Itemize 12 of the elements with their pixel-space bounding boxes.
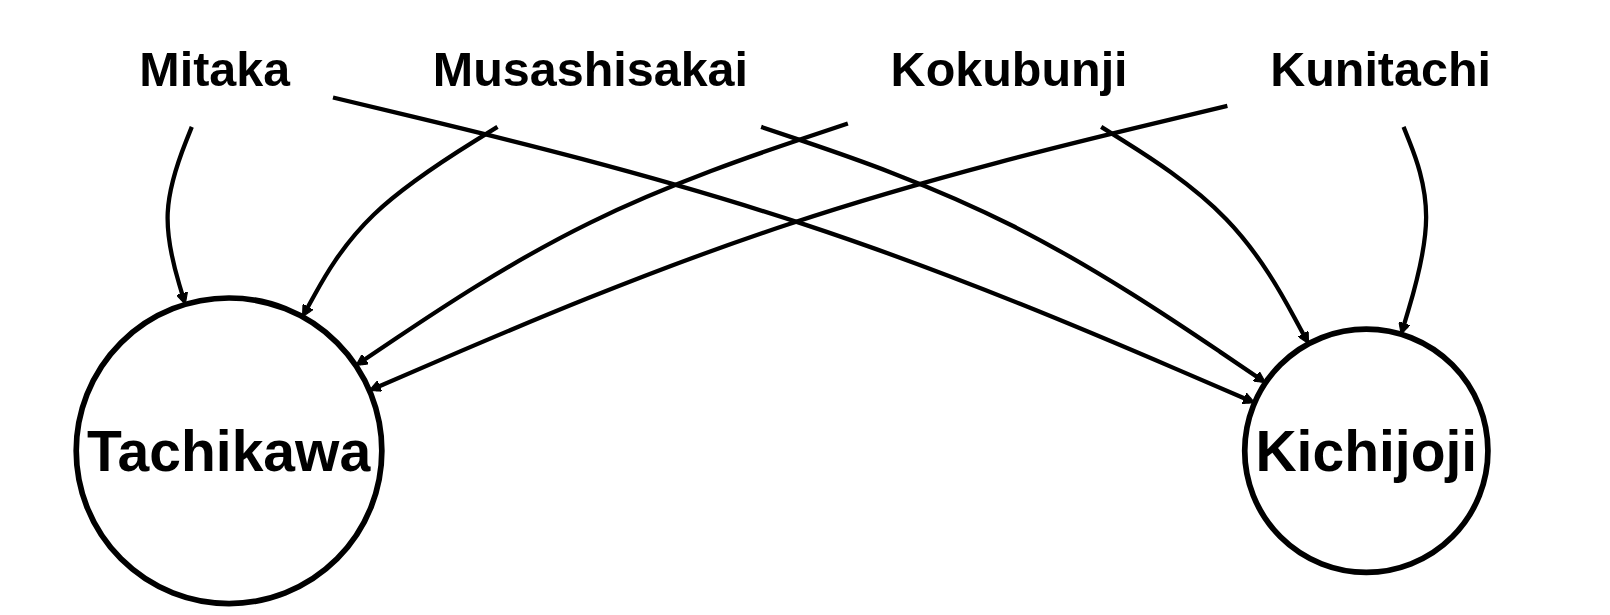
node-text: Kokubunji bbox=[890, 41, 1128, 96]
node-text: Musashisakai bbox=[432, 41, 749, 96]
arrow bbox=[165, 126, 194, 305]
arrow bbox=[355, 121, 849, 367]
node-text: Kunitachi bbox=[1270, 41, 1492, 96]
node-text: Mitaka bbox=[139, 41, 291, 96]
node-circle: Tachikawa bbox=[73, 295, 385, 607]
node-circle: Kichijoji bbox=[1241, 326, 1491, 576]
arrow bbox=[1100, 125, 1310, 345]
arrow bbox=[301, 125, 499, 318]
arrow bbox=[760, 124, 1267, 384]
arrow bbox=[1398, 126, 1429, 335]
